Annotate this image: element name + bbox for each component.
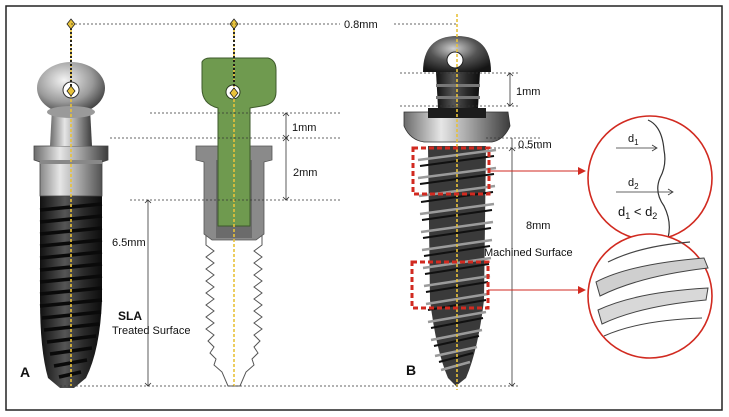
label-1mm-b: 1mm bbox=[516, 86, 540, 98]
label-d1-lt-d2: d1 < d2 bbox=[618, 204, 657, 221]
label-panel-b: B bbox=[406, 362, 416, 378]
label-2mm: 2mm bbox=[293, 167, 317, 179]
implant-b-head-hole bbox=[446, 51, 464, 69]
label-panel-a: A bbox=[20, 364, 30, 380]
label-sla: SLA bbox=[118, 309, 142, 323]
implant-b-neck bbox=[436, 72, 480, 108]
label-0-8mm: 0.8mm bbox=[344, 19, 378, 31]
marker-box-lower bbox=[410, 260, 490, 310]
dimension-lines bbox=[60, 23, 540, 387]
label-8mm: 8mm bbox=[526, 220, 550, 232]
label-machined-surface: Machined Surface bbox=[484, 247, 573, 259]
zoom-circle-lower bbox=[587, 233, 713, 359]
label-0-5mm: 0.5mm bbox=[518, 139, 552, 151]
label-1mm-a: 1mm bbox=[292, 122, 316, 134]
dimension-arrows bbox=[144, 72, 516, 387]
implant-b-flange bbox=[403, 111, 511, 143]
label-d2: d2 bbox=[628, 177, 639, 191]
zoom-circle-upper bbox=[587, 115, 713, 241]
label-treated-surface: Treated Surface bbox=[112, 325, 190, 337]
label-d1: d1 bbox=[628, 133, 639, 147]
section-green-abutment bbox=[201, 57, 277, 227]
red-markers bbox=[410, 146, 586, 310]
axis-lines bbox=[66, 14, 458, 390]
label-6-5mm: 6.5mm bbox=[112, 237, 146, 249]
